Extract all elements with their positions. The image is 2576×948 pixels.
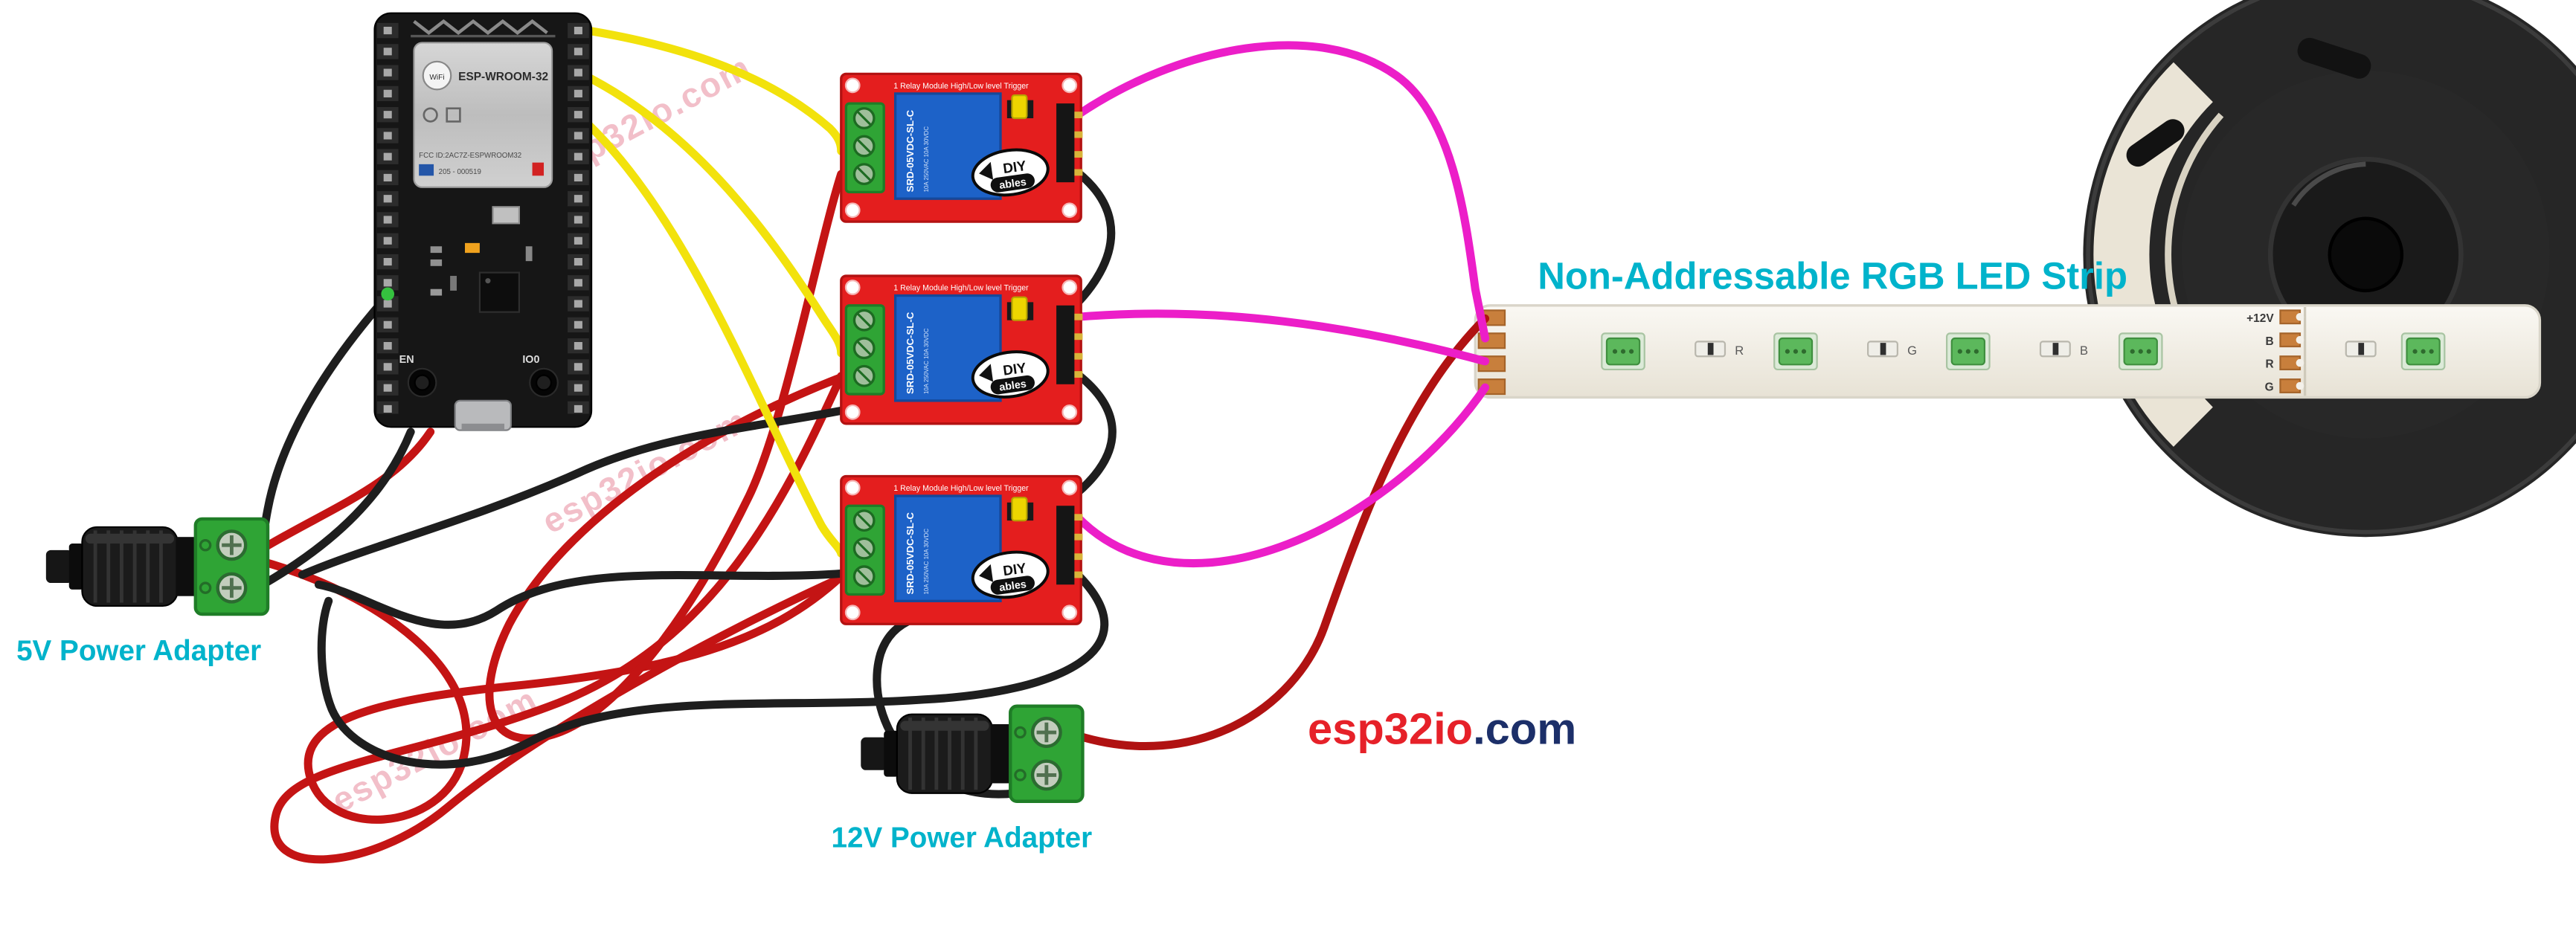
relay-module-3 <box>839 474 1085 626</box>
pad-label-12v: +12V <box>2246 312 2274 325</box>
output-wire-relay2-to-strip <box>1073 309 1490 366</box>
esp32-components <box>430 206 533 313</box>
reel-slot <box>2297 37 2371 79</box>
wifi-badge-icon <box>422 60 452 91</box>
adapter-12v-label: 12V Power Adapter <box>832 822 1093 854</box>
ce-mark-icon <box>423 107 438 123</box>
pad-label-g: G <box>2265 381 2274 394</box>
pad-label-b: B <box>2265 335 2273 348</box>
signal-wire-relay3 <box>577 114 846 558</box>
ground-wire-5v-to-esp32 <box>258 428 415 589</box>
resistor-label: R <box>1735 344 1744 358</box>
signal-wire-relay1 <box>577 25 846 155</box>
cert-logo-icon <box>419 164 434 176</box>
io0-button-label: IO0 <box>522 354 539 366</box>
ground-wire-relay1 <box>298 168 1116 579</box>
relay-module-1 <box>839 72 1085 224</box>
output-wire-relay1-to-strip <box>1073 41 1490 343</box>
site-logo: esp32io.com <box>1308 703 1576 753</box>
ground-wire-relay2 <box>314 370 1117 629</box>
esp32-board: WiFi ESP-WROOM-32 FCC ID:2AC7Z-ESPWROOM3… <box>373 12 593 431</box>
power-wire-relay3-to-relay2 <box>270 372 849 864</box>
site-logo-brand: esp32io <box>1308 703 1473 753</box>
relay-module-2 <box>839 274 1085 425</box>
antenna-trace <box>413 19 548 35</box>
led-strip-label: Non-Addressable RGB LED Strip <box>1538 255 2127 297</box>
cert-text: 205 - 000519 <box>439 168 481 176</box>
signal-wire-relay2 <box>577 69 846 358</box>
wifi-badge-text: WiFi <box>429 74 444 82</box>
output-wire-relay3-to-strip <box>1073 383 1490 568</box>
red-mark-icon <box>532 162 545 176</box>
adapter-5v-label: 5V Power Adapter <box>16 635 261 667</box>
site-logo-suffix: .com <box>1473 703 1576 753</box>
reel-slot <box>2126 119 2185 167</box>
pad-label-r: R <box>2265 358 2273 371</box>
esp32-shield: WiFi ESP-WROOM-32 FCC ID:2AC7Z-ESPWROOM3… <box>413 42 553 188</box>
gnd-pin-highlight <box>381 287 395 301</box>
en-button-label: EN <box>399 354 414 366</box>
power-wire-5v-to-esp32 <box>258 428 435 553</box>
wires <box>258 25 1490 864</box>
strip-body <box>1474 304 2542 399</box>
led-strip: R G B +12V B R G <box>1474 304 2542 399</box>
recycle-mark-icon <box>446 107 461 123</box>
resistor-label: G <box>1907 344 1917 358</box>
resistor-label: B <box>2080 344 2088 358</box>
power-led <box>465 242 480 254</box>
usb-uart-chip <box>478 271 521 313</box>
power-wire-12v-to-strip <box>1073 314 1490 751</box>
strip-cut-point: +12V B R G <box>2246 306 2307 396</box>
module-label-text: ESP-WROOM-32 <box>458 71 548 83</box>
fcc-text: FCC ID:2AC7Z-ESPWROOM32 <box>419 152 521 160</box>
ground-wire-relay3 <box>317 570 1109 769</box>
